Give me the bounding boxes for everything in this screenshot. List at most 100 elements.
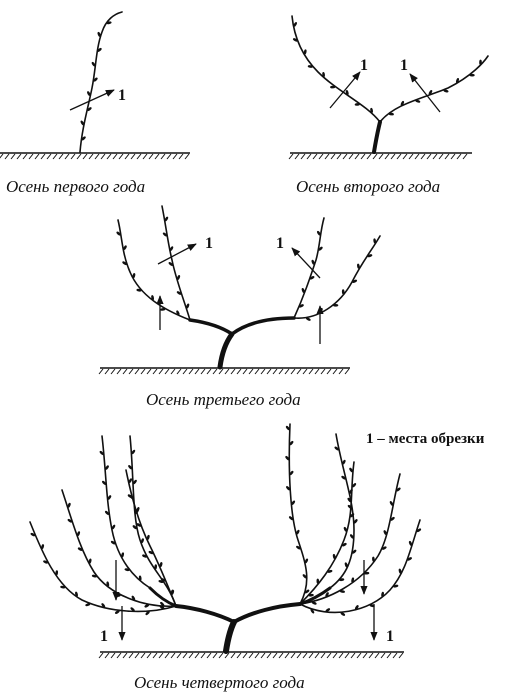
leaf-bud: [364, 571, 370, 575]
leaf-bud: [131, 449, 136, 455]
vine-shoot: [29, 521, 177, 613]
leaf-bud: [310, 608, 315, 614]
leaf-bud: [302, 574, 307, 579]
panel-year-1: 1 Осень первого года: [0, 11, 190, 196]
leaf-bud: [352, 549, 357, 554]
leaf-bud: [469, 73, 475, 77]
leaf-bud: [330, 85, 336, 89]
leaf-bud: [60, 585, 66, 589]
panel-caption: Осень второго года: [296, 177, 440, 196]
leaf-bud: [305, 317, 311, 321]
leaf-bud: [415, 99, 421, 103]
leaf-bud: [105, 465, 109, 470]
leaf-bud: [408, 540, 413, 546]
leaf-bud: [416, 528, 422, 533]
cut-label: 1: [118, 87, 126, 104]
vine-shoot: [61, 489, 177, 607]
leaf-bud: [154, 564, 158, 570]
leaf-bud: [288, 516, 294, 521]
leaf-bud: [400, 100, 405, 106]
leaf-bud: [30, 532, 36, 537]
cut-arrow-left: [157, 243, 197, 265]
leaf-bud: [134, 509, 139, 515]
leaf-bud: [316, 578, 320, 584]
leaf-bud: [41, 544, 45, 550]
vine-shoot: [101, 435, 151, 589]
leaf-bud: [341, 475, 346, 480]
leaf-bud: [327, 569, 333, 573]
leaf-bud: [85, 603, 91, 607]
leaf-bud: [123, 245, 127, 251]
leaf-bud: [81, 136, 86, 141]
leaf-bud: [333, 303, 339, 307]
leaf-bud: [133, 479, 137, 485]
leaf-bud: [381, 546, 387, 550]
leaf-bud: [325, 592, 329, 597]
leaf-bud: [341, 289, 345, 295]
vine-arm-right: [230, 316, 296, 336]
panel-year-2: 1 1 Осень второго года: [288, 15, 489, 196]
leaf-bud: [91, 61, 96, 67]
leaf-bud: [91, 574, 97, 578]
leaf-bud: [148, 551, 154, 555]
leaf-bud: [353, 519, 358, 524]
leaf-bud: [372, 556, 375, 562]
leaf-bud: [311, 259, 315, 265]
leaf-bud: [132, 525, 137, 530]
panel-caption: Осень четвертого года: [134, 673, 305, 692]
leaf-bud: [140, 538, 144, 544]
leaf-bud: [159, 605, 165, 610]
leaf-bud: [136, 288, 142, 292]
vine-spur-left: [148, 586, 178, 608]
leaf-bud: [325, 608, 331, 612]
cut-label-right: 1: [400, 57, 408, 74]
vine-shoot: [299, 461, 355, 605]
leaf-bud: [106, 581, 110, 587]
leaf-bud: [388, 112, 394, 116]
leaf-bud: [170, 589, 174, 595]
cut-arrow: [69, 89, 115, 111]
soil-hatching: [98, 652, 404, 659]
leaf-bud: [129, 495, 134, 500]
leaf-bud: [131, 595, 136, 601]
leaf-bud: [111, 524, 116, 530]
cut-label-left: 1: [205, 235, 213, 252]
leaf-bud: [349, 513, 355, 518]
leaf-bud: [398, 568, 402, 574]
vine-shoot: [161, 205, 191, 321]
soil-hatching: [0, 153, 190, 160]
vine-shoot: [293, 235, 381, 319]
vine-shoot: [299, 519, 421, 614]
shoot-buds: [80, 21, 112, 141]
leaf-bud: [354, 605, 359, 610]
leaf-bud: [160, 308, 166, 311]
leaf-bud: [299, 304, 304, 308]
leaf-bud: [308, 593, 314, 597]
leaf-bud: [334, 446, 339, 451]
leaf-bud: [76, 531, 81, 537]
vine-shoot-right: [379, 55, 489, 123]
leaf-bud: [101, 603, 106, 608]
panel-year-4: 1 1 Осень четвертого года: [29, 423, 422, 692]
leaf-bud: [122, 261, 127, 265]
leaf-bud: [114, 610, 120, 614]
leaf-bud: [317, 230, 321, 236]
leaf-bud: [289, 440, 294, 446]
leaf-bud: [341, 543, 347, 547]
shoot-buds: [30, 425, 422, 616]
leaf-bud: [345, 90, 349, 96]
leaf-bud: [342, 459, 346, 465]
leaf-bud: [144, 604, 150, 608]
leaf-bud: [309, 276, 315, 280]
leaf-bud: [159, 562, 163, 568]
leaf-bud: [332, 553, 336, 560]
leaf-bud: [357, 263, 360, 269]
leaf-bud: [350, 534, 354, 539]
leaf-bud: [168, 262, 174, 266]
leaf-bud: [67, 519, 73, 523]
leaf-bud: [347, 497, 352, 503]
vine-shoot: [129, 435, 177, 607]
leaf-bud: [102, 480, 107, 485]
leaf-bud: [110, 540, 116, 545]
